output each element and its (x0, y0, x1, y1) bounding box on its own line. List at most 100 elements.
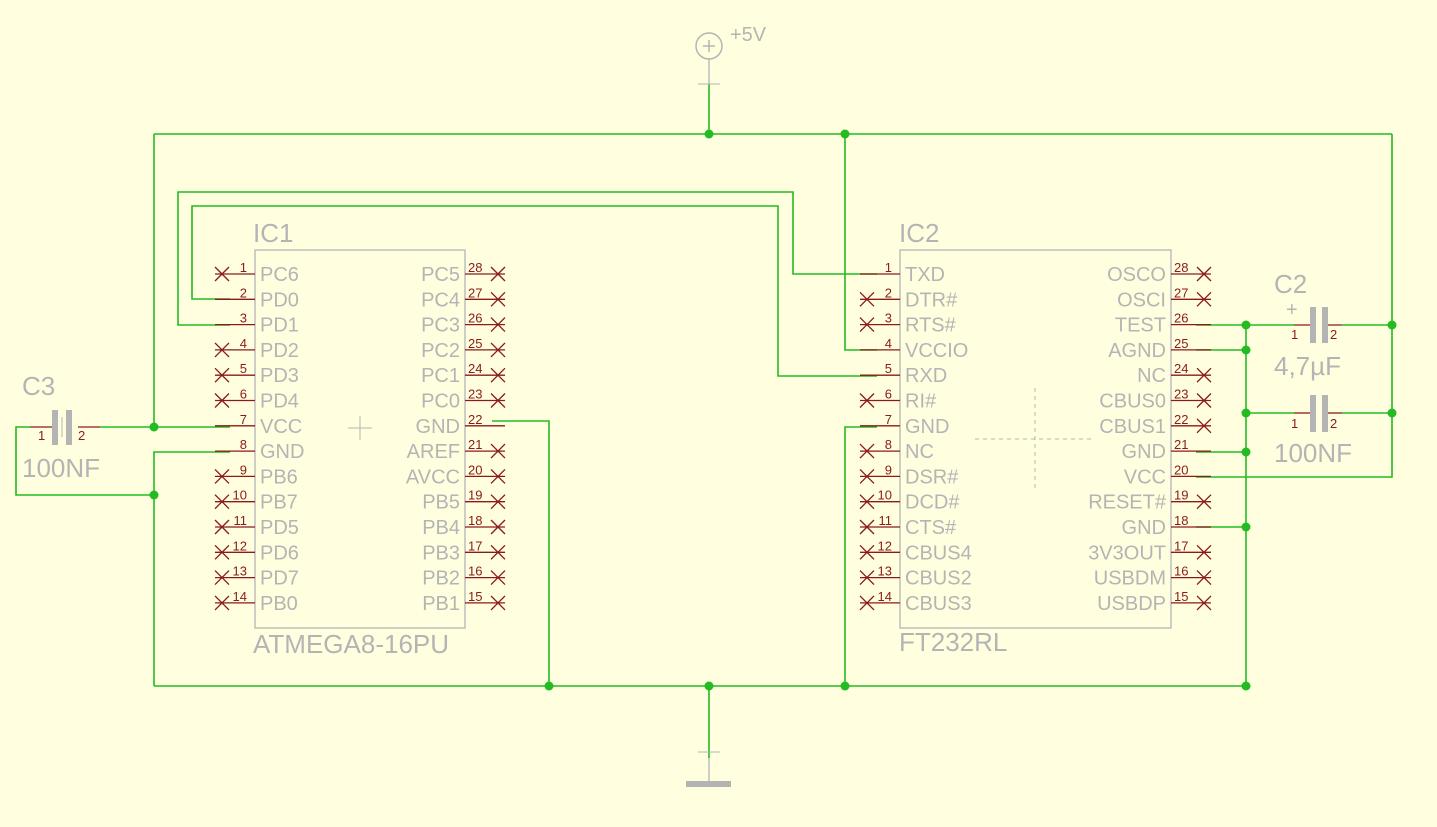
pin-number: 5 (240, 361, 247, 376)
pin-number: 25 (1174, 336, 1188, 351)
pin-name: PD7 (260, 568, 299, 590)
ic2-body (899, 249, 1172, 629)
wire-ic1-gnd8[interactable] (153, 451, 230, 686)
c2-capacitor[interactable]: + 1 2 C2 4,7µF (1274, 269, 1342, 381)
wire-pd0-rxd[interactable] (191, 205, 877, 377)
pin-number: 25 (468, 336, 482, 351)
no-connect-icon (1196, 266, 1212, 282)
wire-ic2-gnd7[interactable] (844, 426, 877, 686)
pin-name: RESET# (1088, 492, 1167, 514)
c3-pin1-number: 1 (38, 428, 45, 443)
c2-plate-1 (1310, 307, 1316, 343)
pin-name: PD6 (260, 542, 299, 564)
c3-capacitor[interactable]: 1 2 C3 100NF (22, 371, 100, 483)
no-connect-icon (490, 367, 506, 383)
no-connect-icon (214, 393, 230, 408)
c2-value-label: 4,7µF (1274, 351, 1341, 381)
wire-pd1-txd[interactable] (177, 191, 877, 326)
wire-5v-right-vertical[interactable] (1196, 134, 1393, 478)
wire-c3-pin1-loop[interactable] (15, 426, 154, 496)
pin-name: GND (1122, 441, 1166, 463)
ground-symbol[interactable] (686, 751, 731, 787)
no-connect-icon (490, 342, 506, 358)
no-connect-icon (490, 393, 506, 408)
pin-name: PC6 (260, 264, 299, 286)
wire-vccio[interactable] (844, 134, 877, 351)
supply-5v-symbol[interactable]: +5V (695, 24, 767, 85)
wire-ic1-gnd22[interactable] (492, 420, 550, 686)
no-connect-icon (1196, 570, 1212, 586)
pin-number: 17 (1174, 538, 1188, 553)
ic2-ref-label: IC2 (899, 218, 939, 248)
pin-number: 22 (1174, 412, 1188, 427)
no-connect-icon (214, 544, 230, 560)
pin-number: 26 (468, 311, 482, 326)
junction (1241, 522, 1251, 532)
pin-number: 18 (1174, 513, 1188, 528)
no-connect-icon (1196, 367, 1212, 383)
pin-number: 8 (240, 437, 247, 452)
c-unnamed-capacitor[interactable]: 1 2 100NF (1274, 395, 1352, 468)
pin-number: 8 (885, 437, 892, 452)
